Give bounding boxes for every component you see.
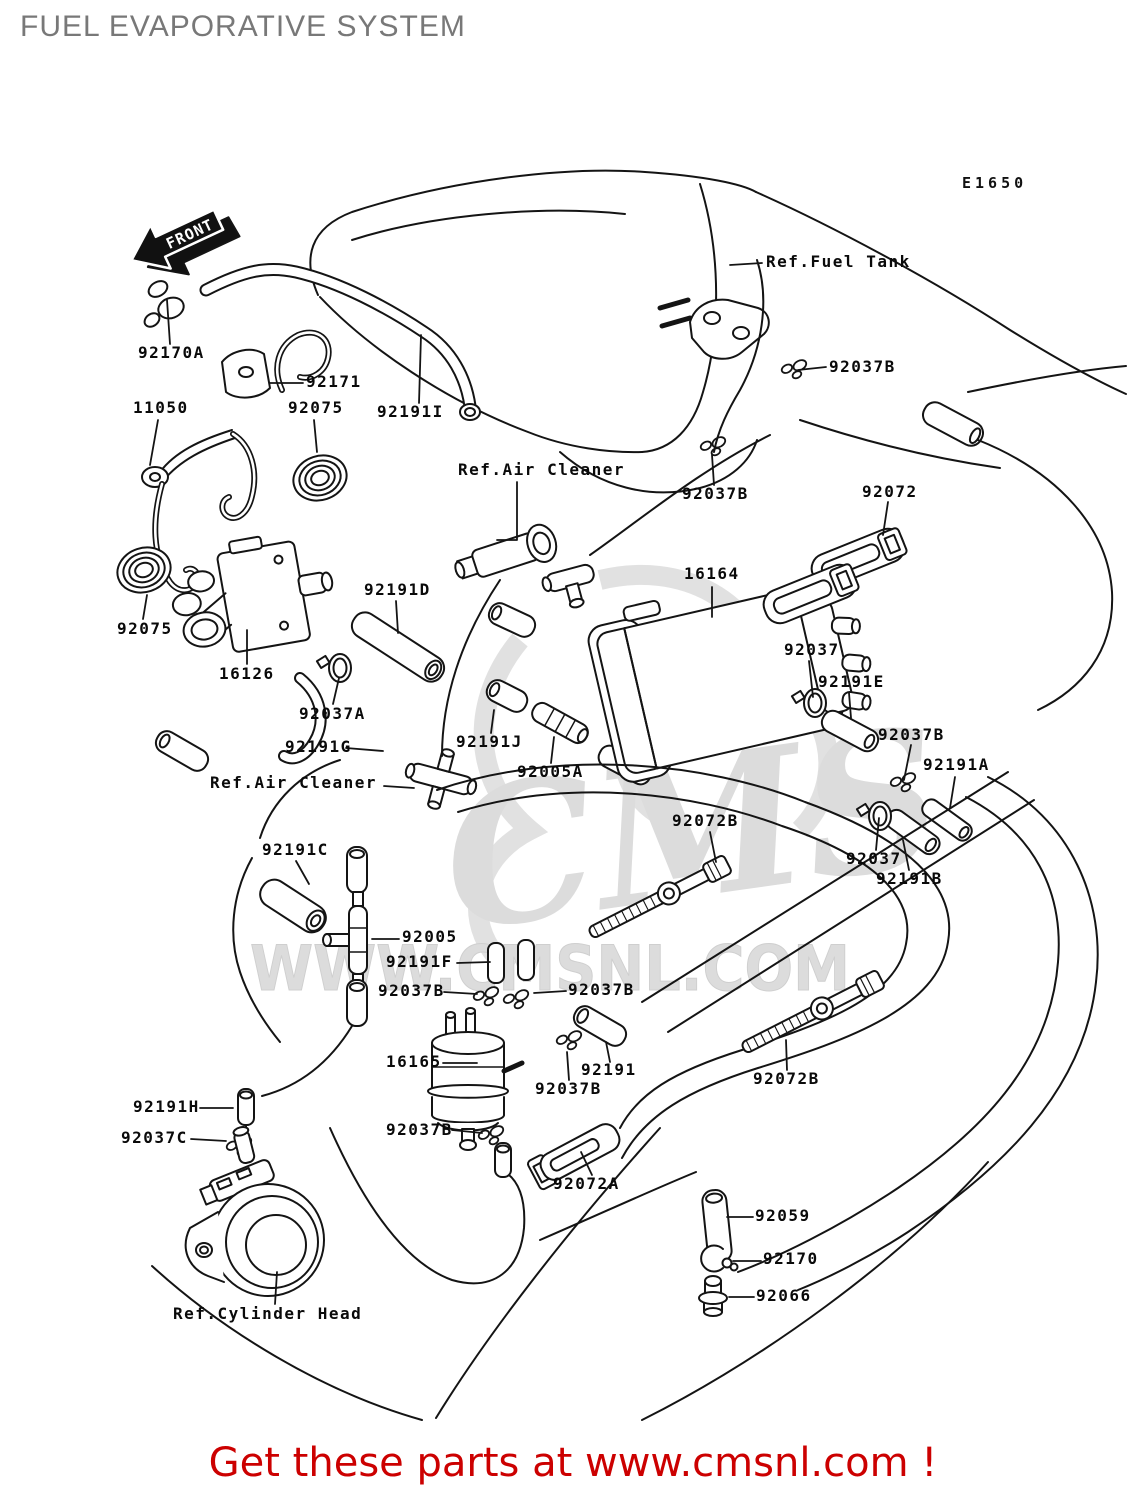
part-label-92191f: 92191F <box>386 952 453 971</box>
part-label-92005: 92005 <box>402 927 458 946</box>
part-label-92072b-1: 92072B <box>672 811 739 830</box>
part-label-92037a: 92037A <box>299 704 366 723</box>
plug-92066 <box>698 1275 728 1317</box>
part-label-92075-2: 92075 <box>117 619 173 638</box>
part-label-92191i: 92191I <box>377 402 444 421</box>
tube-left <box>154 730 210 772</box>
part-label-92191e: 92191E <box>818 672 885 691</box>
canister-16165 <box>427 1007 525 1151</box>
tee-union-top <box>541 563 595 609</box>
part-label-92072b-2: 92072B <box>753 1069 820 1088</box>
part-label-92072: 92072 <box>862 482 918 501</box>
tube-92059 <box>701 1189 733 1263</box>
diagram-code: E1650 <box>962 174 1028 192</box>
part-label-ref-air-cleaner-2: Ref.Air Cleaner <box>210 773 377 792</box>
part-label-92171: 92171 <box>306 372 362 391</box>
part-label-92072a: 92072A <box>553 1174 620 1193</box>
page-title: FUEL EVAPORATIVE SYSTEM <box>20 10 466 43</box>
part-label-92037b-7: 92037B <box>386 1120 453 1139</box>
part-label-92191d: 92191D <box>364 580 431 599</box>
valve-16126 <box>171 535 334 653</box>
part-label-92075-1: 92075 <box>288 398 344 417</box>
carb-holder <box>184 1126 325 1297</box>
tube-92191h <box>237 1088 255 1126</box>
strap-92072a <box>526 1123 621 1191</box>
part-label-92037b-5: 92037B <box>568 980 635 999</box>
clip-92170a <box>143 280 185 328</box>
breather-pipe <box>199 262 481 421</box>
bracket-92171 <box>221 329 332 399</box>
part-label-92191: 92191 <box>581 1060 637 1079</box>
tube-92191d <box>350 611 446 683</box>
part-label-16165: 16165 <box>386 1052 442 1071</box>
tube-92191j <box>485 679 529 713</box>
part-label-11050: 11050 <box>133 398 189 417</box>
part-label-92037b-4: 92037B <box>378 981 445 1000</box>
tube-92191a <box>921 798 973 842</box>
clip-92170 <box>700 1244 739 1273</box>
part-label-92037b-3: 92037B <box>878 725 945 744</box>
part-label-92037b-1: 92037B <box>829 357 896 376</box>
line-art: FRONT <box>110 169 1127 1421</box>
union-92005a <box>531 701 589 745</box>
canister-16164 <box>587 587 872 783</box>
part-label-92037c: 92037C <box>121 1128 188 1147</box>
part-label-92059: 92059 <box>755 1206 811 1225</box>
part-label-92191j: 92191J <box>456 732 523 751</box>
part-label-92191c: 92191C <box>262 840 329 859</box>
part-label-92037b-6: 92037B <box>535 1079 602 1098</box>
part-label-92170a: 92170A <box>138 343 205 362</box>
hose-loops <box>151 259 1114 1421</box>
part-label-92191b: 92191B <box>876 869 943 888</box>
part-label-16126: 16126 <box>219 664 275 683</box>
part-label-92005a: 92005A <box>517 762 584 781</box>
small-tube-bottom <box>494 1142 512 1178</box>
cmsnl-promo-link[interactable]: Get these parts at www.cmsnl.com ! <box>208 1440 938 1486</box>
part-label-92191h: 92191H <box>133 1097 200 1116</box>
tube-mid-top <box>487 602 537 638</box>
part-label-16164: 16164 <box>684 564 740 583</box>
part-label-92191a: 92191A <box>923 755 990 774</box>
tube-92191c <box>259 878 327 934</box>
air-cleaner-fitting <box>454 523 558 580</box>
part-label-92037-2: 92037 <box>846 849 902 868</box>
part-label-ref-air-cleaner-1: Ref.Air Cleaner <box>458 460 625 479</box>
tube-92037b-top <box>921 401 985 447</box>
part-label-92066: 92066 <box>756 1286 812 1305</box>
tube-92191e <box>820 709 880 753</box>
vtube-2 <box>346 979 368 1027</box>
part-label-92037b-2: 92037B <box>682 484 749 503</box>
leader-lines <box>142 262 956 1305</box>
part-label-92191g: 92191G <box>285 737 352 756</box>
part-label-92170: 92170 <box>763 1249 819 1268</box>
tube-92191f-2 <box>517 939 535 981</box>
part-label-ref-fuel-tank: Ref.Fuel Tank <box>766 252 911 271</box>
tube-92191-part <box>572 1005 628 1047</box>
tube-92191f-1 <box>487 942 505 984</box>
part-label-92037-1: 92037 <box>784 640 840 659</box>
part-label-ref-cylinder-head: Ref.Cylinder Head <box>173 1304 363 1323</box>
fuel-tank-outline <box>309 169 1127 494</box>
